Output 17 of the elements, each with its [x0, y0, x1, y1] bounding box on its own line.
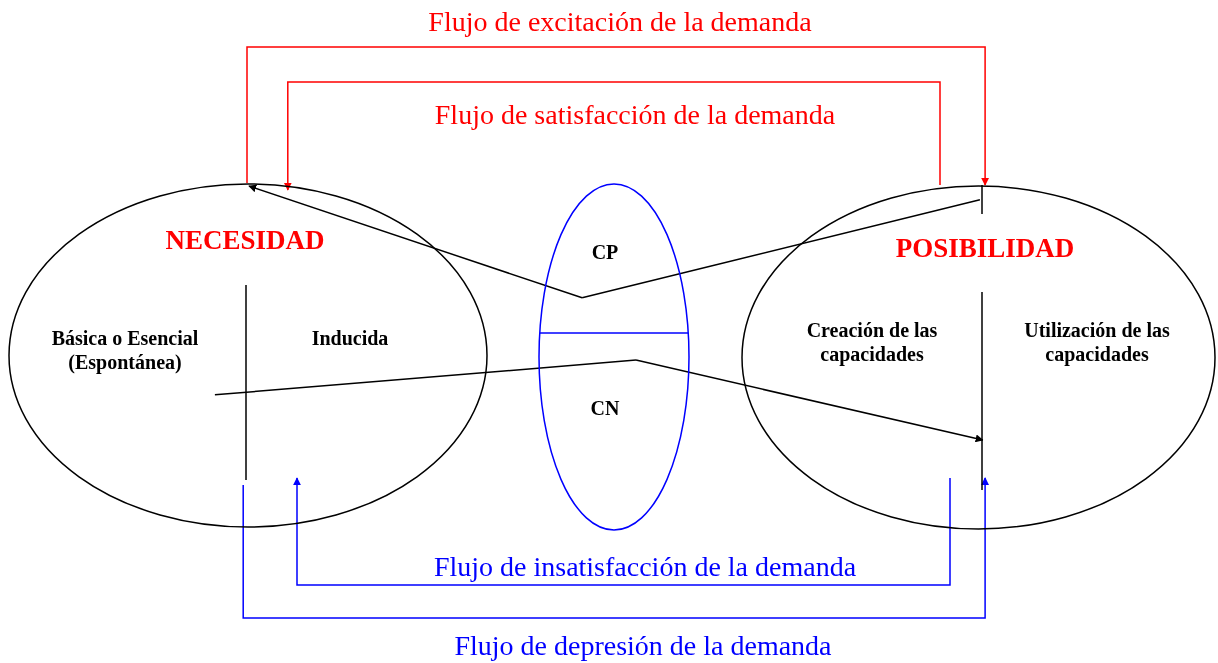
- ellipse-text: Básica o Esencial (Espontánea): [50, 326, 200, 374]
- arrow: [635, 359, 984, 443]
- heading: POSIBILIDAD: [894, 231, 1076, 265]
- ellipse: [8, 183, 488, 528]
- ellipse-text: Creación de las capacidades: [805, 318, 939, 366]
- arrow: [283, 81, 941, 191]
- ellipse-text: Utilización de las capacidades: [1023, 318, 1171, 366]
- arrow: [242, 477, 990, 619]
- ellipse: [741, 185, 1216, 530]
- heading: NECESIDAD: [164, 223, 326, 257]
- ellipse: [538, 183, 690, 531]
- ellipse-text: CP: [590, 240, 620, 264]
- ellipse-text: Inducida: [310, 326, 390, 350]
- arrow: [248, 184, 583, 299]
- arrow: [246, 46, 990, 186]
- ellipse-text: CN: [589, 396, 621, 420]
- arrow: [293, 477, 951, 586]
